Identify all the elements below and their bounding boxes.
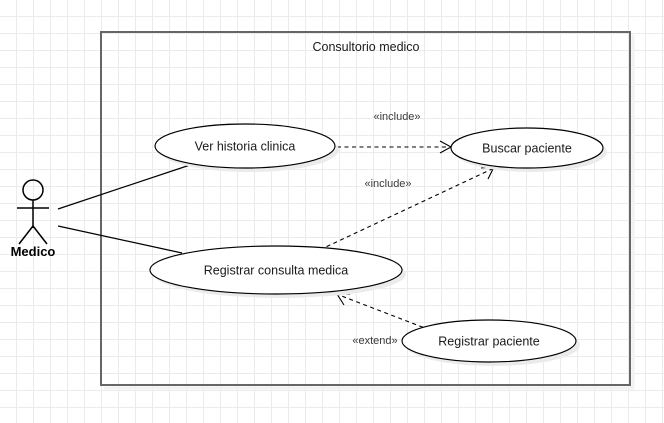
actor-medico[interactable]: Medico	[11, 179, 56, 259]
use-case-label: Ver historia clinica	[195, 139, 296, 153]
dependency-line	[338, 294, 431, 331]
stereotype-include-label: «include»	[373, 111, 420, 123]
stereotype-include-label: «include»	[364, 178, 411, 190]
use-case-registrar-paciente[interactable]: Registrar paciente	[401, 319, 580, 366]
arrow-head-open-icon	[335, 293, 350, 306]
use-case-label: Registrar consulta medica	[204, 263, 349, 277]
actor-label-medico: Medico	[11, 244, 56, 259]
association-medico-registrar-consulta[interactable]	[57, 225, 183, 254]
use-case-registrar-consulta-medica[interactable]: Registrar consulta medica	[149, 245, 406, 298]
dependency-line	[312, 168, 493, 254]
use-case-ver-historia-clinica[interactable]: Ver historia clinica	[154, 123, 339, 172]
use-case-label: Registrar paciente	[438, 334, 539, 348]
use-case-ellipse[interactable]	[149, 245, 403, 295]
use-case-ellipse[interactable]	[450, 127, 604, 169]
use-case-label: Buscar paciente	[482, 141, 572, 155]
system-boundary-rect[interactable]	[100, 31, 631, 386]
stereotype-extend-label: «extend»	[352, 335, 397, 347]
actor-leg-left-line	[18, 225, 34, 245]
association-medico-ver-historia[interactable]	[57, 163, 194, 210]
system-boundary-title: Consultorio medico	[313, 40, 420, 54]
use-case-ellipse[interactable]	[154, 123, 336, 169]
dependency-ver-historia-include-buscar[interactable]: «include»	[337, 111, 453, 154]
use-case-ellipse[interactable]	[401, 319, 577, 363]
actor-leg-right-line	[32, 225, 48, 245]
dependency-registrar-consulta-include-buscar[interactable]: «include»	[312, 166, 495, 254]
actor-head-icon	[22, 179, 44, 201]
system-boundary[interactable]: Consultorio medico	[100, 31, 635, 390]
system-boundary-shadow	[104, 35, 635, 390]
use-case-buscar-paciente[interactable]: Buscar paciente	[450, 127, 607, 172]
